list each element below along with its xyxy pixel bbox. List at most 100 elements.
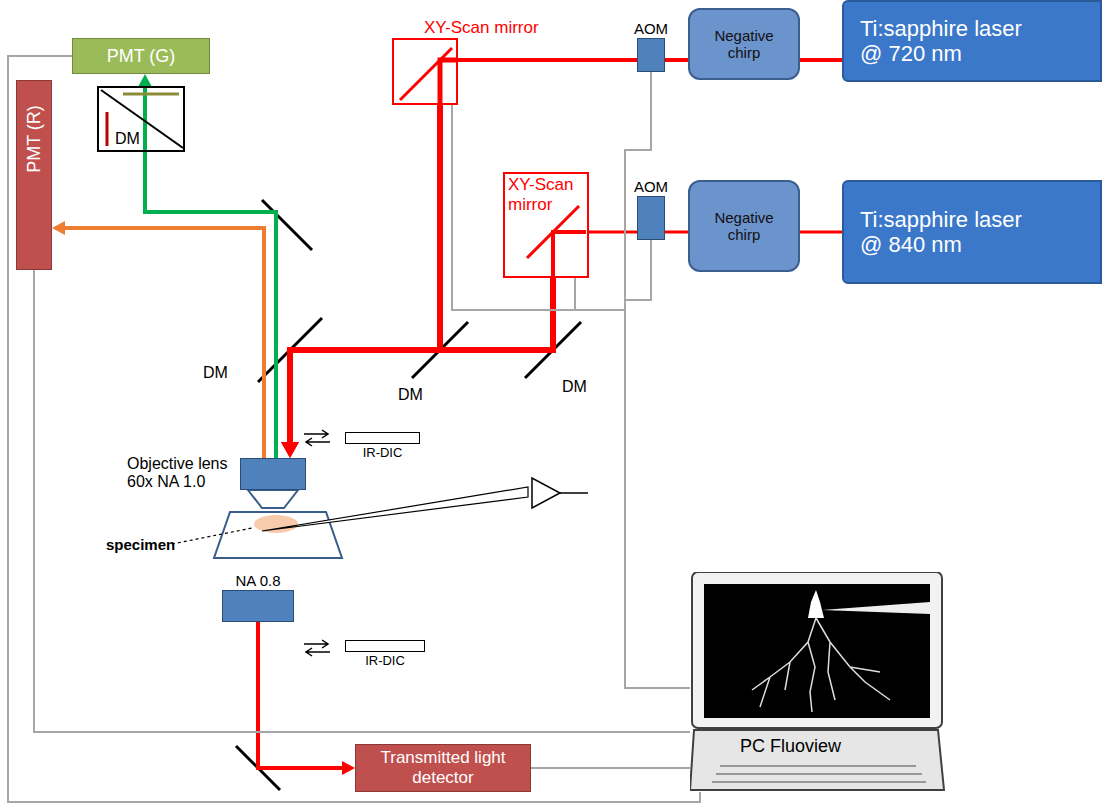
laser-label: Ti:sapphire laser @ 720 nm <box>860 16 1042 67</box>
mirror <box>262 200 312 250</box>
laser-beam <box>665 232 688 233</box>
control-cable <box>531 767 690 769</box>
specimen-chamber <box>214 512 342 558</box>
laser-box: Ti:sapphire laser @ 720 nm <box>842 0 1102 82</box>
pmt-box: PMT (G) <box>72 38 210 74</box>
emission-path <box>145 84 276 458</box>
slide-arrows <box>304 430 328 438</box>
transmitted-beam <box>258 622 355 775</box>
mirror-label: XY-Scan mirror <box>424 18 539 38</box>
chirp-label: Negative chirp <box>704 209 784 244</box>
control-cable <box>34 270 690 732</box>
laser-beam <box>290 278 553 445</box>
control-cable <box>8 56 700 802</box>
detector-label: Transmitted light detector <box>363 748 523 787</box>
chirp-box: Negative chirp <box>688 8 800 80</box>
objective-lens: Objective lens 60x NA 1.0 <box>240 458 306 490</box>
aom-label: AOM <box>634 178 668 195</box>
objective-label: Objective lens 60x NA 1.0 <box>127 455 235 492</box>
laser-beam <box>458 58 637 62</box>
transmitted-beam <box>258 622 345 768</box>
monitor <box>692 572 942 728</box>
arrow-head <box>52 221 65 235</box>
laser-beam <box>458 60 637 61</box>
ir-dic-slider: IR-DIC <box>345 640 425 652</box>
pmt-box: PMT (R) <box>16 80 52 270</box>
neuron-soma <box>808 590 824 618</box>
condenser-label: NA 0.8 <box>235 572 280 589</box>
control-cable <box>8 56 700 802</box>
neuron-dendrites <box>752 618 890 712</box>
dm-label: DM <box>562 378 587 396</box>
chirp-box: Negative chirp <box>688 180 800 272</box>
computer-art <box>690 572 945 792</box>
specimen-slice <box>254 515 298 533</box>
arrow-head <box>281 442 299 458</box>
laser-beam <box>589 231 637 234</box>
pipette-image <box>822 602 930 614</box>
control-cable <box>452 105 690 688</box>
filter-cube: DM <box>97 86 185 152</box>
laser-beam <box>589 232 637 233</box>
aom-label: AOM <box>634 20 668 37</box>
red-filter <box>106 112 109 146</box>
specimen-label: specimen <box>106 536 175 553</box>
keyboard-base <box>690 730 944 790</box>
patch-pipette <box>262 487 528 531</box>
laser-beam <box>665 60 688 61</box>
control-cable <box>452 105 690 688</box>
control-cable <box>575 278 690 688</box>
laser-beam <box>281 278 553 458</box>
arrow-head <box>281 442 299 458</box>
leader-line <box>172 528 252 544</box>
dichroic-mirror <box>101 90 183 148</box>
aom-box: AOM <box>637 38 665 72</box>
emission-path <box>62 228 264 458</box>
chirp-label: Negative chirp <box>704 27 784 62</box>
laser-label: Ti:sapphire laser @ 840 nm <box>860 207 1042 258</box>
laser-beam <box>440 60 458 105</box>
dichroic-cube-art <box>99 88 183 150</box>
computer-label: PC Fluoview <box>740 736 841 757</box>
dm-label: DM <box>115 130 140 148</box>
laser-beam <box>800 231 842 234</box>
laser-beam <box>281 105 440 458</box>
amplifier-output <box>560 492 588 494</box>
monitor-screen <box>704 584 930 718</box>
control-cable <box>625 72 690 688</box>
detector-box: Transmitted light detector <box>355 744 531 792</box>
control-cable <box>575 278 690 688</box>
slide-arrows <box>304 640 328 648</box>
dm-label: DM <box>203 364 228 382</box>
control-cable <box>531 768 690 769</box>
green-filter <box>123 93 179 96</box>
amplifier-symbol <box>532 478 560 508</box>
control-cable <box>625 240 690 688</box>
scan-mirror-box: XY-Scan mirror <box>503 172 589 278</box>
control-cable <box>34 270 690 732</box>
pmt-label: PMT (G) <box>107 46 176 67</box>
slide-arrows <box>306 438 330 446</box>
laser-beam <box>665 58 688 62</box>
objective-tip <box>248 490 298 508</box>
laser-beam <box>800 58 842 62</box>
ir-dic-label: IR-DIC <box>365 654 405 669</box>
scan-mirror <box>400 48 452 100</box>
mirror-label: XY-Scan mirror <box>508 175 582 214</box>
slide-arrows <box>306 648 330 656</box>
pmt-label: PMT (R) <box>24 105 45 173</box>
scan-mirror-box: XY-Scan mirror <box>392 38 458 105</box>
control-cable <box>625 240 690 688</box>
condenser-lens: NA 0.8 <box>222 590 294 622</box>
laser-beam <box>800 232 842 233</box>
laser-box: Ti:sapphire laser @ 840 nm <box>842 180 1102 284</box>
emission-path <box>52 221 264 458</box>
dm-label: DM <box>398 386 423 404</box>
keyboard-keys <box>712 766 926 782</box>
laser-beam <box>800 60 842 61</box>
ir-dic-label: IR-DIC <box>363 446 403 461</box>
laser-beam <box>665 231 688 234</box>
arrow-head <box>342 761 355 775</box>
laser-beam <box>553 232 586 278</box>
computer: PC Fluoview <box>690 572 945 792</box>
